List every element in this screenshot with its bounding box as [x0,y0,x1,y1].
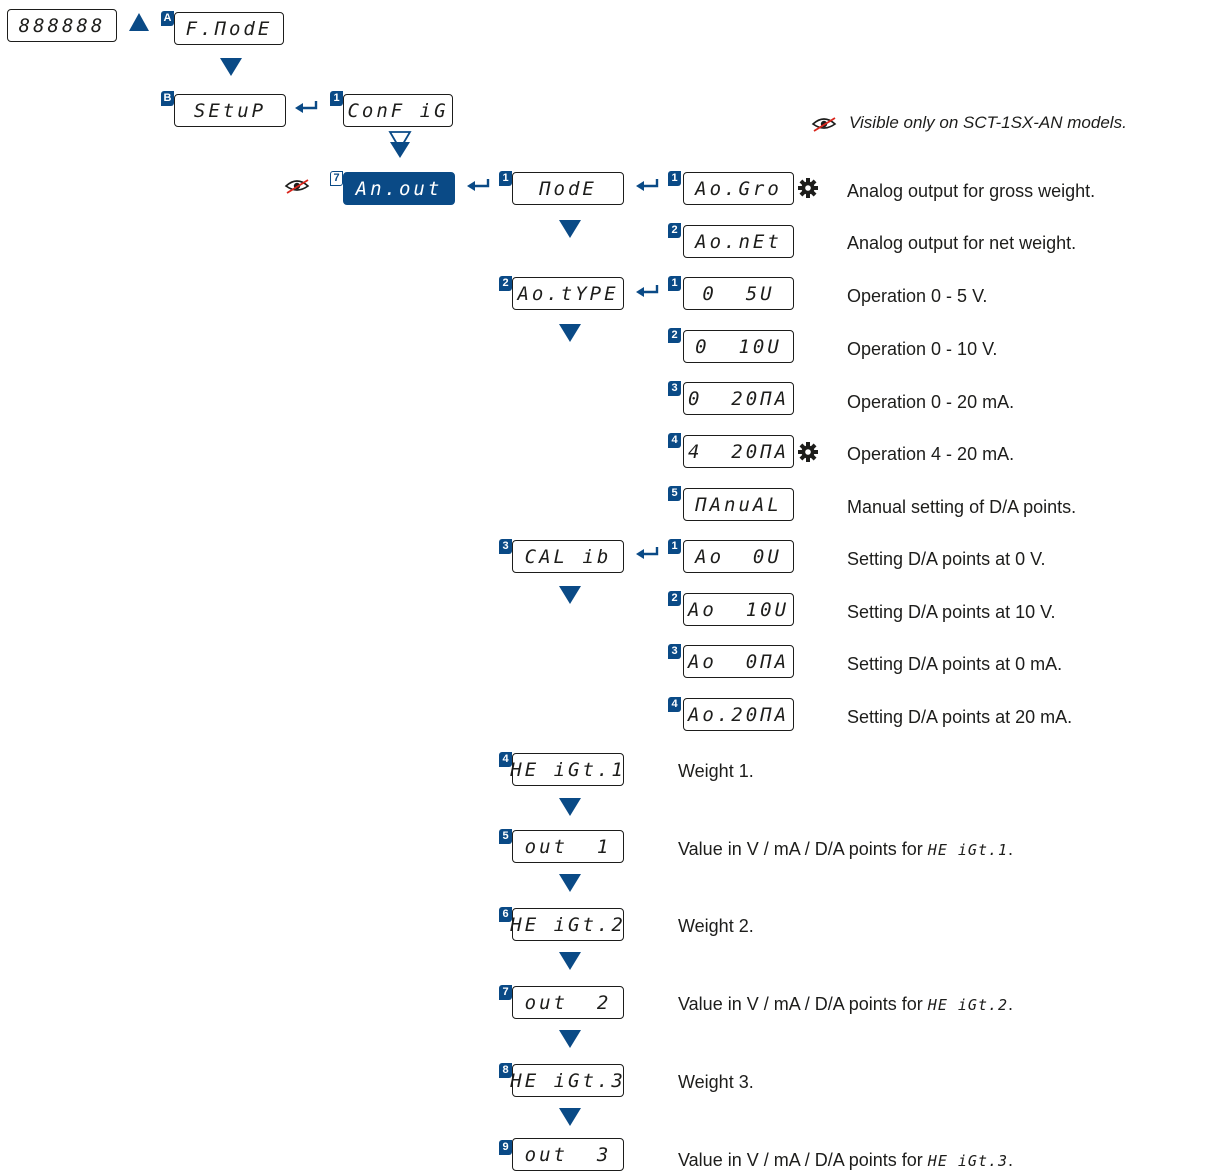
badge-aotype-opt2: 2 [668,328,681,343]
desc-out1: Value in V / mA / D/A points for HE iGt.… [678,838,1013,861]
badge-a: A [161,11,174,26]
ao-20ma-box[interactable]: Ao.20ΠA [683,698,794,731]
desc-op-4-20ma: Operation 4 - 20 mA. [847,444,1015,464]
desc-ao-0ma: Setting D/A points at 0 mA. [847,654,1063,674]
desc-out3: Value in V / mA / D/A points for HE iGt.… [678,1149,1013,1172]
desc-ao-20ma: Setting D/A points at 20 mA. [847,707,1073,727]
weight2-box[interactable]: HE iGt.2 [510,908,624,941]
enter-arrow-icon [636,285,659,297]
aotype-box[interactable]: Ao.tYPE [512,277,624,310]
config-box[interactable]: ConF iG [343,94,453,127]
badge-seq-8: 8 [499,1063,512,1078]
badge-seq-4: 4 [499,752,512,767]
down-triangle-icon [220,58,242,76]
mode-box[interactable]: ΠodE [512,172,624,205]
badge-calib-opt4: 4 [668,697,681,712]
note-text: Visible only on SCT-1SX-AN models. [849,113,1127,132]
badge-seq-9: 9 [499,1140,512,1155]
setup-box[interactable]: SEtuP [174,94,286,127]
badge-aotype-opt5: 5 [668,486,681,501]
desc-out3-text: Value in V / mA / D/A points for [678,1150,928,1170]
up-triangle-icon [129,13,149,31]
badge-mode: 1 [499,171,512,186]
desc-ao-net: Analog output for net weight. [847,233,1077,253]
eye-slash-icon [284,179,310,194]
desc-out1-ref: HE iGt.1 [927,841,1009,859]
down-triangle-icon [559,1108,581,1126]
calib-box[interactable]: CAL ib [512,540,624,573]
desc-out2-end: . [1008,994,1014,1014]
down-triangle-icon [559,324,581,342]
weight3-box[interactable]: HE iGt.3 [510,1064,624,1097]
desc-out2-text: Value in V / mA / D/A points for [678,994,928,1014]
ao-0ma-box[interactable]: Ao 0ΠA [683,645,794,678]
badge-anout: 7 [330,171,343,186]
desc-out3-end: . [1008,1150,1014,1170]
badge-seq-6: 6 [499,907,512,922]
enter-arrow-icon [636,179,659,191]
badge-calib: 3 [499,539,512,554]
desc-weight2: Weight 2. [678,916,754,936]
ao-10v-box[interactable]: Ao 10U [683,593,794,626]
badge-seq-5: 5 [499,829,512,844]
ao-gro-box[interactable]: Ao.Gro [683,172,794,205]
badge-config: 1 [330,91,343,106]
enter-arrow-icon [467,179,490,191]
weight1-box[interactable]: HE iGt.1 [510,753,624,786]
down-triangle-icon [559,798,581,816]
badge-aotype-opt4: 4 [668,433,681,448]
desc-ao-0v: Setting D/A points at 0 V. [847,549,1046,569]
out1-box[interactable]: out 1 [512,830,624,863]
display-box: 888888 [7,9,117,42]
out2-box[interactable]: out 2 [512,986,624,1019]
desc-out1-text: Value in V / mA / D/A points for [678,839,928,859]
gear-icon [798,442,818,462]
badge-aotype-opt3: 3 [668,381,681,396]
desc-out1-end: . [1008,839,1014,859]
badge-calib-opt3: 3 [668,644,681,659]
down-triangle-icon [559,220,581,238]
op-4-20ma-box[interactable]: 4 20ΠA [683,435,794,468]
badge-mode-opt2: 2 [668,223,681,238]
desc-ao-10v: Setting D/A points at 10 V. [847,602,1056,622]
desc-weight3: Weight 3. [678,1072,754,1092]
ao-0v-box[interactable]: Ao 0U [683,540,794,573]
badge-aotype-opt1: 1 [668,276,681,291]
down-triangle-icon [559,1030,581,1048]
desc-out2: Value in V / mA / D/A points for HE iGt.… [678,993,1013,1016]
down-triangle-outline-icon [388,131,412,158]
badge-calib-opt2: 2 [668,591,681,606]
badge-b: B [161,91,174,106]
down-triangle-icon [559,874,581,892]
desc-op-0-10v: Operation 0 - 10 V. [847,339,998,359]
down-triangle-icon [559,586,581,604]
badge-seq-7: 7 [499,985,512,1000]
desc-weight1: Weight 1. [678,761,754,781]
eye-slash-icon [811,117,837,132]
out3-box[interactable]: out 3 [512,1138,624,1171]
enter-arrow-icon [295,101,318,113]
gear-icon [798,178,818,198]
desc-out2-ref: HE iGt.2 [927,996,1009,1014]
anout-box[interactable]: An.out [343,172,455,205]
op-0-20ma-box[interactable]: 0 20ΠA [683,382,794,415]
op-0-10v-box[interactable]: 0 10U [683,330,794,363]
manual-box[interactable]: ΠAnuAL [683,488,794,521]
desc-manual: Manual setting of D/A points. [847,497,1077,517]
badge-calib-opt1: 1 [668,539,681,554]
badge-mode-opt1: 1 [668,171,681,186]
fmode-box[interactable]: F.ΠodE [174,12,284,45]
desc-op-0-5v: Operation 0 - 5 V. [847,286,988,306]
desc-op-0-20ma: Operation 0 - 20 mA. [847,392,1015,412]
desc-ao-gro: Analog output for gross weight. [847,181,1096,201]
down-triangle-icon [559,952,581,970]
enter-arrow-icon [636,547,659,559]
ao-net-box[interactable]: Ao.nEt [683,225,794,258]
badge-aotype: 2 [499,276,512,291]
desc-out3-ref: HE iGt.3 [927,1152,1009,1170]
op-0-5v-box[interactable]: 0 5U [683,277,794,310]
